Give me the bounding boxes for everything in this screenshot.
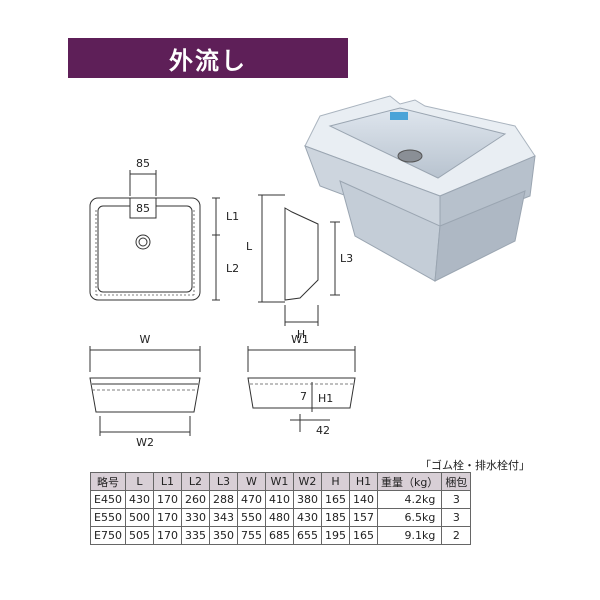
dim-l2: L2 <box>226 262 239 275</box>
table-cell: 335 <box>180 526 210 545</box>
table-cell: 755 <box>236 526 266 545</box>
dim-w: W <box>140 333 151 346</box>
page-title: 外流し <box>169 46 247 75</box>
table-cell: 330 <box>180 508 210 527</box>
spec-table: 略号 L L1 L2 L3 W W1 W2 H H1 重量（kg） 梱包 E45… <box>90 472 472 545</box>
table-cell: 140 <box>348 490 378 509</box>
table-cell: 685 <box>264 526 294 545</box>
dim-drain-mark: 85 <box>136 202 150 215</box>
table-cell: 550 <box>236 508 266 527</box>
table-cell: E550 <box>90 508 126 527</box>
col-header: L1 <box>152 472 182 491</box>
table-cell: 195 <box>320 526 350 545</box>
page-title-banner: 外流し <box>68 38 348 78</box>
table-cell: 655 <box>292 526 322 545</box>
table-cell: 157 <box>348 508 378 527</box>
table-cell: 4.2kg <box>376 490 443 509</box>
table-cell: 170 <box>152 508 182 527</box>
col-header: L <box>124 472 154 491</box>
dim-l1: L1 <box>226 210 239 223</box>
table-cell: 3 <box>441 508 472 527</box>
table-cell: E450 <box>90 490 126 509</box>
dim-forty-two: 42 <box>316 424 330 437</box>
dim-top-width: 85 <box>136 157 150 170</box>
technical-drawing: 85 85 L1 L2 L L3 H W W2 W1 H1 7 42 <box>89 157 356 449</box>
table-cell: 165 <box>320 490 350 509</box>
table-cell: 3 <box>441 490 472 509</box>
dim-h: H <box>297 328 305 341</box>
table-cell: 165 <box>348 526 378 545</box>
col-header: 梱包 <box>441 472 472 491</box>
table-row: E550 500 170 330 343 550 480 430 185 157… <box>90 508 472 527</box>
table-cell: 185 <box>320 508 350 527</box>
dim-h1: H1 <box>318 392 333 405</box>
table-cell: 9.1kg <box>376 526 443 545</box>
table-row: E450 430 170 260 288 470 410 380 165 140… <box>90 490 472 509</box>
dim-seven: 7 <box>300 390 307 403</box>
table-cell: 410 <box>264 490 294 509</box>
col-header: W1 <box>264 472 294 491</box>
sink-photo <box>304 95 536 282</box>
col-header: H1 <box>348 472 378 491</box>
table-cell: 380 <box>292 490 322 509</box>
table-cell: 288 <box>208 490 238 509</box>
table-cell: 430 <box>124 490 154 509</box>
table-cell: 170 <box>152 526 182 545</box>
table-cell: 470 <box>236 490 266 509</box>
table-cell: 2 <box>441 526 472 545</box>
dim-l: L <box>246 240 253 253</box>
dim-w2: W2 <box>136 436 154 449</box>
accessory-note: 「ゴム栓・排水栓付」 <box>420 459 530 472</box>
table-cell: 343 <box>208 508 238 527</box>
col-header: 略号 <box>90 472 126 491</box>
dim-l3: L3 <box>340 252 353 265</box>
table-cell: 500 <box>124 508 154 527</box>
table-cell: 170 <box>152 490 182 509</box>
table-header-row: 略号 L L1 L2 L3 W W1 W2 H H1 重量（kg） 梱包 <box>90 472 472 491</box>
table-cell: 350 <box>208 526 238 545</box>
col-header: L2 <box>180 472 210 491</box>
col-header: 重量（kg） <box>376 472 443 491</box>
table-row: E750 505 170 335 350 755 685 655 195 165… <box>90 526 472 545</box>
table-cell: E750 <box>90 526 126 545</box>
table-cell: 480 <box>264 508 294 527</box>
table-cell: 505 <box>124 526 154 545</box>
table-cell: 6.5kg <box>376 508 443 527</box>
col-header: W <box>236 472 266 491</box>
col-header: W2 <box>292 472 322 491</box>
table-cell: 260 <box>180 490 210 509</box>
col-header: H <box>320 472 350 491</box>
table-cell: 430 <box>292 508 322 527</box>
col-header: L3 <box>208 472 238 491</box>
dim-w1: W1 <box>291 333 309 346</box>
